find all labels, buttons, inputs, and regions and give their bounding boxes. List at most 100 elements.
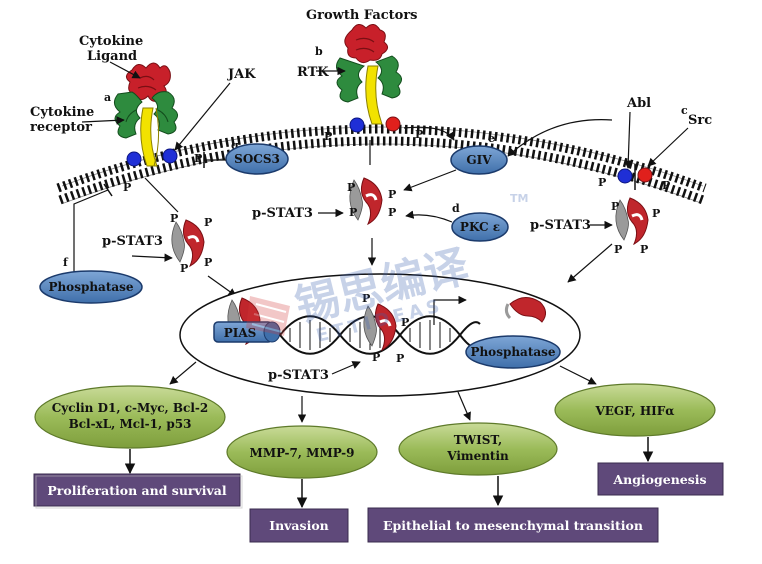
p-mark: P — [123, 181, 131, 194]
gene-vegf: VEGF, HIFα — [594, 404, 674, 418]
cytokine-receptor-label-line1: Cytokine — [30, 105, 94, 120]
cytokine-ligand-label-line2: Ligand — [87, 49, 137, 64]
receptor-to-pstat3-arrow — [144, 177, 179, 213]
cytokine-receptor-icon — [114, 91, 178, 139]
giv-to-pstat3-arrow — [403, 169, 457, 192]
pstat3-dimer-right — [615, 197, 649, 246]
rtk-to-giv-arrow — [403, 126, 455, 141]
p-mark: P — [388, 206, 396, 219]
p-mark: P — [388, 188, 396, 201]
gene-mmp: MMP-7, MMP-9 — [250, 446, 355, 460]
left-to-nucleus-arrow — [207, 275, 237, 297]
p-mark: P — [170, 212, 178, 225]
p-mark: P — [372, 351, 380, 364]
letter-f: f — [63, 256, 69, 269]
letter-g: g — [231, 139, 239, 152]
growth-factors-label: Growth Factors — [306, 8, 418, 23]
nucleus-to-twist-arrow — [457, 391, 471, 421]
pstat3-left-arrow — [131, 253, 173, 262]
p-mark: P — [640, 243, 648, 256]
p-mark: P — [614, 243, 622, 256]
outcome-angiogenesis: Angiogenesis — [597, 462, 724, 496]
abl-arrow — [624, 111, 633, 169]
nucleus-to-cyclin-arrow — [169, 361, 197, 385]
abl-label: Abl — [626, 96, 651, 111]
outcome-angiogenesis-label: Angiogenesis — [612, 472, 706, 487]
gene-cyclin-line1: Cyclin D1, c-Myc, Bcl-2 — [52, 401, 209, 415]
p-mark: P — [362, 292, 370, 305]
rtk-blue-dot — [349, 117, 365, 133]
gene-twist-line1: TWIST, — [454, 433, 502, 447]
p-mark: P — [598, 176, 606, 189]
growth-factor-ligand-icon — [344, 24, 388, 64]
src-to-giv-arrow — [507, 119, 613, 157]
pkc-epsilon-label: PKC ε — [460, 220, 500, 234]
cytokine-ligand-arrow — [109, 61, 141, 79]
src-label: Src — [688, 113, 712, 128]
cytokine-receptor-helix-icon — [140, 107, 160, 167]
p-mark: P — [401, 316, 409, 329]
rtk-receptor-icon — [336, 55, 402, 125]
p-mark: P — [611, 200, 619, 213]
pias-label: PIAS — [224, 326, 257, 340]
phosphatase-nucleus-stat — [504, 297, 546, 323]
phosphatase-inhibition-line — [73, 189, 109, 280]
pstat3-dimer-nucleus — [363, 303, 397, 352]
pias-node: PIAS — [213, 321, 281, 343]
letter-e: e — [488, 132, 495, 145]
pstat3-nucleus-arrow — [331, 361, 361, 375]
p-mark: P — [194, 152, 202, 165]
socs3-node: SOCS3 — [225, 143, 289, 175]
cytokine-receptor-label-line2: receptor — [30, 120, 92, 135]
p-mark: P — [204, 256, 212, 269]
nucleus-to-vegf-arrow — [559, 365, 597, 385]
outcome-proliferation: Proliferation and survival — [33, 473, 243, 509]
jak-blue-dot-right — [162, 148, 178, 164]
outcome-emt: Epithelial to mesenchymal transition — [367, 507, 659, 543]
gene-oval-mmp: MMP-7, MMP-9 — [226, 425, 378, 479]
giv-node: GIV — [450, 145, 508, 175]
right-to-nucleus-arrow — [567, 243, 613, 283]
pstat3-middle-label: p-STAT3 — [252, 206, 313, 221]
pstat3-dimer-middle — [349, 177, 383, 226]
outcome-invasion-label: Invasion — [269, 518, 329, 533]
phosphatase-nucleus-label: Phosphatase — [470, 345, 555, 359]
pstat3-right-label: p-STAT3 — [530, 218, 591, 233]
outcome-invasion: Invasion — [249, 508, 349, 543]
p-mark: P — [662, 179, 670, 192]
letter-a: a — [104, 91, 111, 104]
letter-c: c — [681, 104, 688, 117]
gene-twist-line2: Vimentin — [446, 449, 509, 463]
transcription-arrow — [433, 295, 467, 325]
p-mark: P — [204, 216, 212, 229]
cytokine-receptor-arrow — [81, 116, 125, 125]
rtk-label: RTK — [297, 65, 329, 80]
rtk-red-dot — [385, 116, 401, 132]
pkc-epsilon-node: PKC ε — [451, 212, 509, 242]
phosphatase-left-label: Phosphatase — [48, 280, 133, 294]
abl-blue-dot — [617, 168, 633, 184]
pkc-to-pstat3-arrow — [405, 210, 453, 223]
phosphatase-nucleus-node: Phosphatase — [465, 335, 561, 369]
gene-oval-cyclin: Cyclin D1, c-Myc, Bcl-2 Bcl-xL, Mcl-1, p… — [34, 385, 226, 449]
p-mark: P — [324, 130, 332, 143]
outcome-emt-label: Epithelial to mesenchymal transition — [383, 518, 643, 533]
jak-blue-dot — [126, 151, 142, 167]
jak-arrow — [174, 82, 231, 151]
pstat3-nucleus-label: p-STAT3 — [268, 368, 329, 383]
pstat3-dimer-left — [171, 219, 205, 268]
p-mark: P — [180, 262, 188, 275]
p-mark: P — [396, 352, 404, 365]
p-mark: P — [652, 207, 660, 220]
pstat3-left-label: p-STAT3 — [102, 234, 163, 249]
p-mark: P — [349, 206, 357, 219]
socs3-label: SOCS3 — [234, 152, 280, 166]
src-red-dot — [637, 167, 653, 183]
p-mark: P — [347, 181, 355, 194]
letter-b: b — [315, 45, 323, 58]
p-mark: P — [415, 128, 423, 141]
src-arrow — [647, 127, 689, 167]
phosphatase-inhibition-bar — [103, 183, 113, 197]
cytokine-ligand-label-line1: Cytokine — [79, 34, 143, 49]
